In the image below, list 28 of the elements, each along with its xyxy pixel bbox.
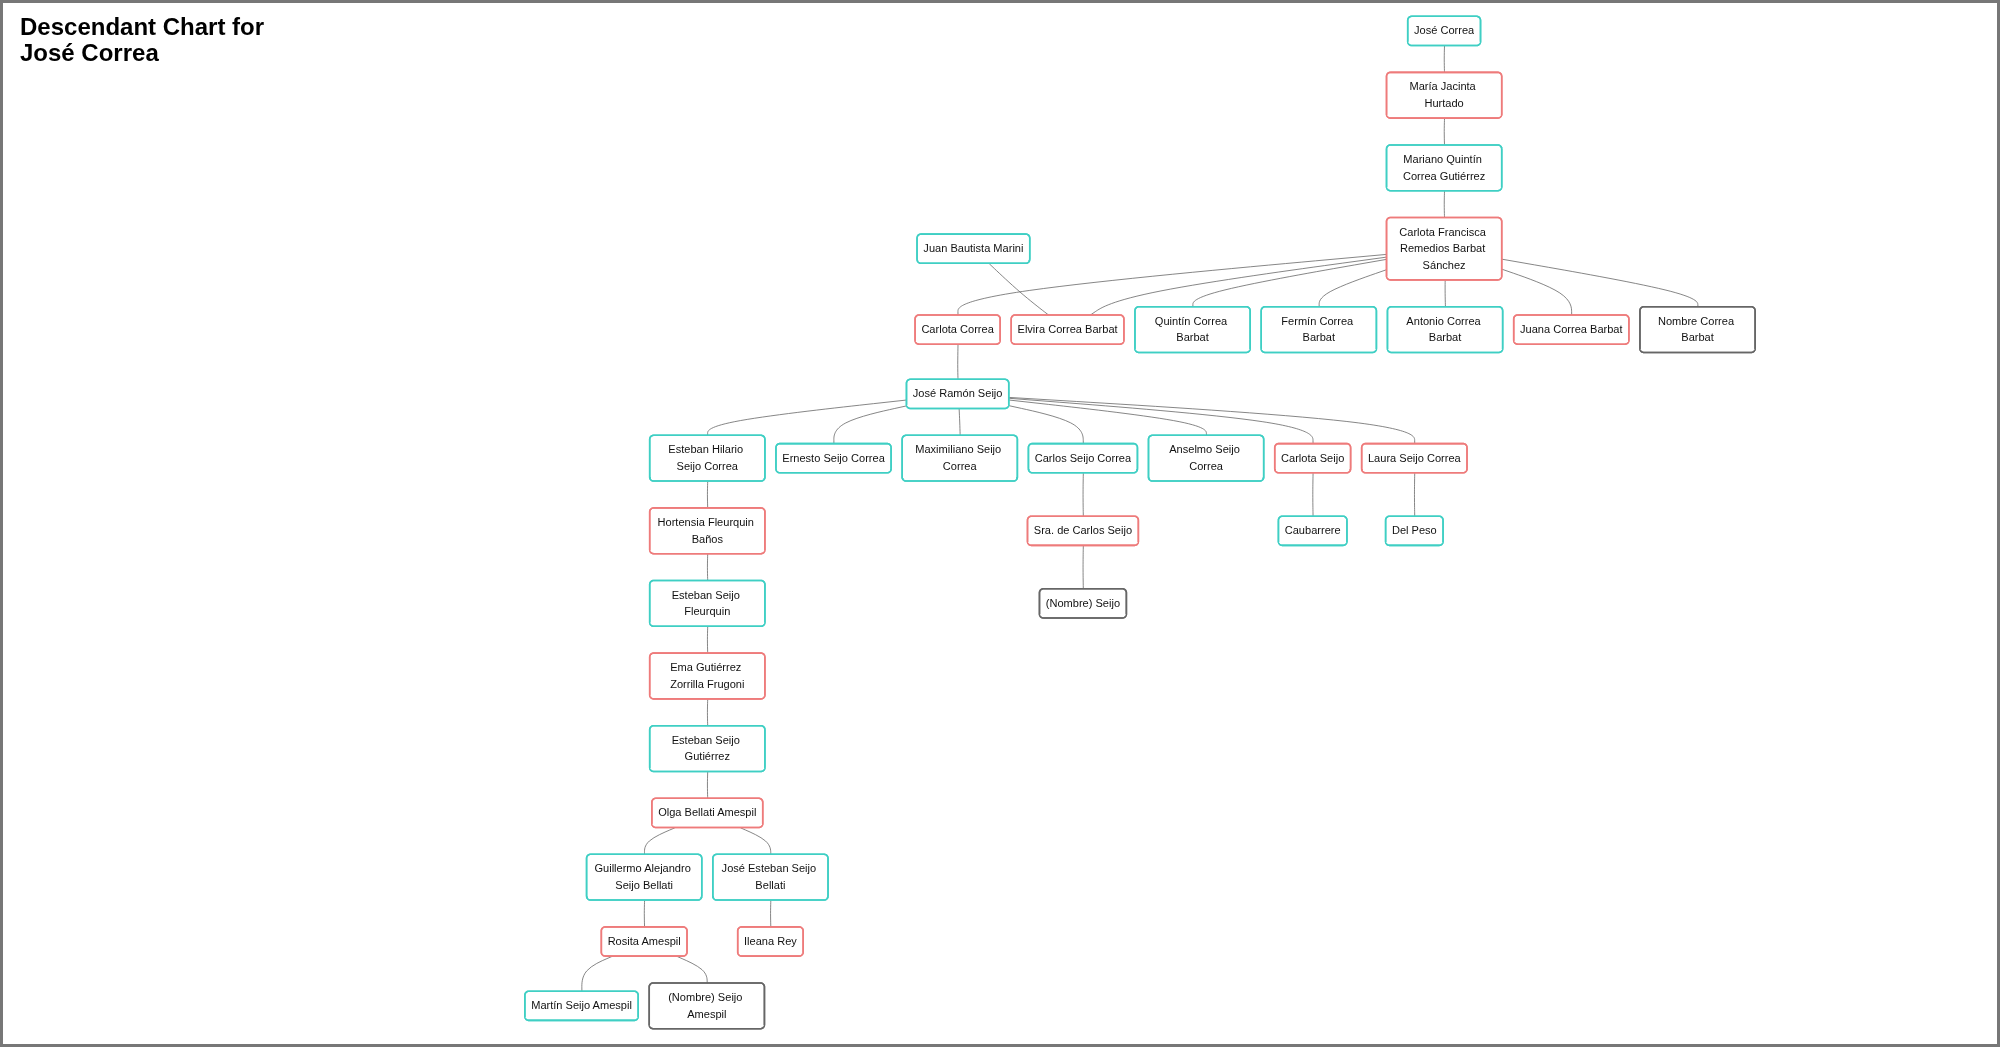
connector <box>833 405 908 445</box>
connector <box>1312 472 1314 517</box>
connector <box>643 900 645 928</box>
connector <box>644 827 676 856</box>
connector <box>707 698 709 727</box>
connector <box>1443 45 1445 74</box>
connector <box>770 900 772 928</box>
connector <box>707 553 709 582</box>
connector <box>707 771 709 800</box>
chart-title: Descendant Chart for José Correa <box>20 14 266 67</box>
connector <box>1082 472 1084 517</box>
connector <box>740 827 772 856</box>
connector <box>958 408 961 437</box>
connector <box>1008 399 1207 437</box>
connector <box>1501 258 1699 308</box>
connector <box>1008 397 1416 445</box>
connector <box>707 481 709 509</box>
connector <box>988 263 1050 316</box>
connector <box>1414 472 1416 517</box>
connector <box>1444 279 1446 308</box>
connector <box>957 344 959 381</box>
connector <box>1501 268 1573 316</box>
connector <box>1008 397 1314 445</box>
connector <box>1443 118 1445 146</box>
connector <box>1008 405 1084 445</box>
connector <box>1082 545 1084 590</box>
connector <box>1443 190 1445 219</box>
connector <box>707 626 709 654</box>
